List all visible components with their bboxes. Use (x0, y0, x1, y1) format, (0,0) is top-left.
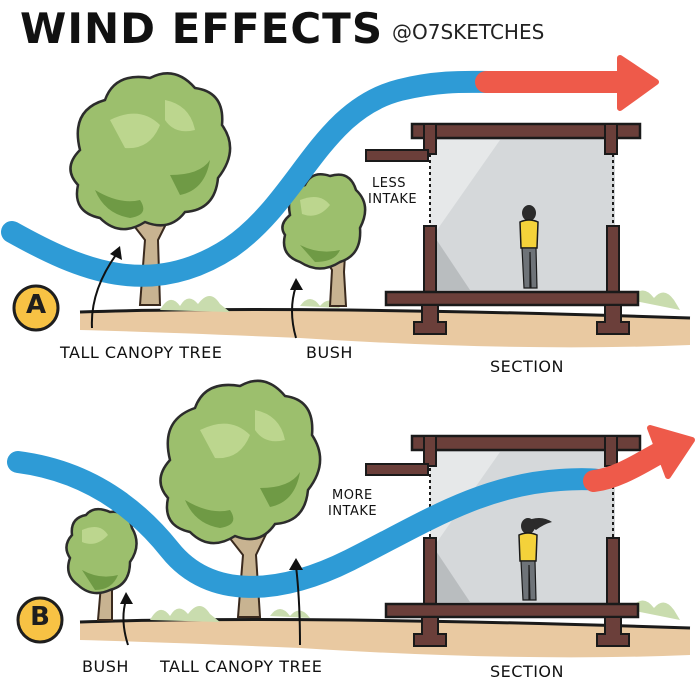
pointer-tree-a (90, 251, 119, 329)
tall-canopy-tree-b (159, 379, 322, 618)
person-a (519, 205, 539, 289)
badge-a-letter: A (25, 290, 47, 320)
ground-a (80, 309, 690, 348)
badge-b-letter: B (30, 602, 50, 632)
pointer-bush-a (291, 285, 297, 339)
tall-canopy-tree-a (69, 72, 232, 306)
label-tall-canopy-tree-a: TALL CANOPY TREE (60, 343, 223, 362)
badge-a-circle (12, 284, 60, 332)
house-section-a (365, 122, 642, 335)
label-less: LESS (372, 176, 406, 191)
diagram-title: WIND EFFECTS (20, 4, 384, 53)
pointer-tree-b (295, 565, 301, 646)
wind-arrow-b (7, 425, 695, 598)
panel-a (1, 55, 691, 348)
ground-b (80, 619, 690, 658)
bush-b (65, 507, 138, 621)
badge-b-circle (16, 596, 64, 644)
label-section-a: SECTION (490, 357, 564, 376)
label-intake-a: INTAKE (368, 192, 418, 207)
label-more: MORE (332, 488, 373, 503)
label-bush-a: BUSH (306, 343, 353, 362)
author-handle: @O7SKETCHES (392, 20, 545, 44)
grass-b (150, 600, 680, 622)
label-section-b: SECTION (490, 662, 564, 681)
label-bush-b: BUSH (82, 657, 129, 676)
grass-a (160, 290, 680, 312)
label-tall-canopy-tree-b: TALL CANOPY TREE (160, 657, 323, 676)
label-intake-b: INTAKE (328, 504, 378, 519)
panel-b (7, 379, 695, 658)
person-b (518, 518, 552, 601)
